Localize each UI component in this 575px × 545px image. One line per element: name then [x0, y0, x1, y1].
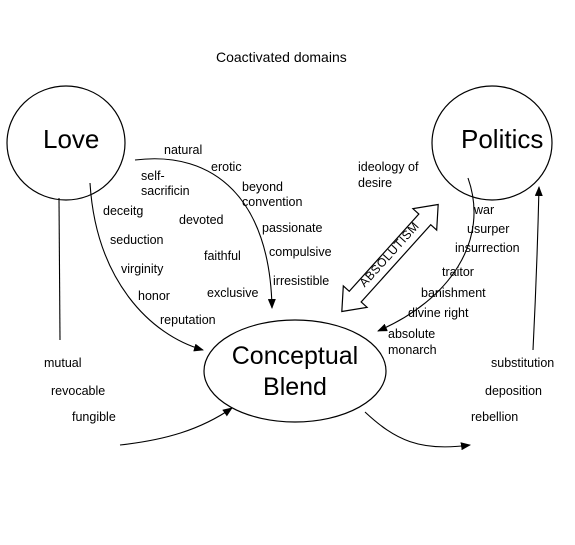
term-absolute-line1: absolute [388, 327, 436, 341]
politics-to-blend-arrow [377, 177, 475, 332]
blend-node [203, 319, 387, 423]
love-label: Love [43, 124, 100, 154]
term-honor: honor [138, 289, 170, 303]
term-faithful: faithful [204, 249, 241, 263]
term-deposition: deposition [485, 384, 542, 398]
term-ideology-line2: desire [358, 176, 393, 190]
term-traitor: traitor [442, 265, 474, 279]
blend-label-line2: Blend [263, 373, 327, 401]
term-divine-right: divine right [408, 306, 469, 320]
love-node [6, 85, 126, 201]
term-banishment: banishment [421, 286, 486, 300]
term-irresistible: irresistible [273, 274, 330, 288]
politics-node [431, 85, 553, 201]
term-mutual: mutual [44, 356, 82, 370]
term-substitution: substitution [491, 356, 555, 370]
term-fungible: fungible [72, 410, 116, 424]
natural-to-blend-arrow [134, 158, 276, 309]
blend-to-right-arrow [364, 411, 471, 451]
term-virginity: virginity [121, 262, 164, 276]
term-passionate: passionate [262, 221, 323, 235]
bottom-left-arrow [119, 407, 233, 446]
term-erotic: erotic [211, 160, 242, 174]
absolutism-double-arrow [341, 203, 439, 313]
term-war: war [474, 203, 495, 217]
term-devoted: devoted [179, 213, 224, 227]
term-insurrection: insurrection [455, 241, 520, 255]
term-self-line2: sacrificin [141, 184, 190, 198]
term-natural: natural [164, 143, 203, 157]
term-compulsive: compulsive [269, 245, 332, 259]
love-to-blend-arrow [89, 182, 204, 352]
term-beyond-line2: convention [242, 195, 303, 209]
politics-label: Politics [461, 124, 544, 154]
blend-label-line1: Conceptual [231, 342, 359, 370]
right-up-arrow [532, 186, 543, 351]
term-reputation: reputation [160, 313, 216, 327]
term-exclusive: exclusive [207, 286, 259, 300]
term-rebellion: rebellion [471, 410, 519, 424]
term-revocable: revocable [51, 384, 106, 398]
diagram-title: Coactivated domains [216, 49, 347, 65]
term-self-line1: self- [141, 169, 165, 183]
term-seduction: seduction [110, 233, 164, 247]
term-beyond-line1: beyond [242, 180, 284, 194]
term-deceit: deceitg [103, 204, 144, 218]
term-usurper: usurper [467, 222, 510, 236]
term-absolute-line2: monarch [388, 343, 437, 357]
term-ideology-line1: ideology of [358, 160, 419, 174]
love-down-line [58, 197, 61, 341]
